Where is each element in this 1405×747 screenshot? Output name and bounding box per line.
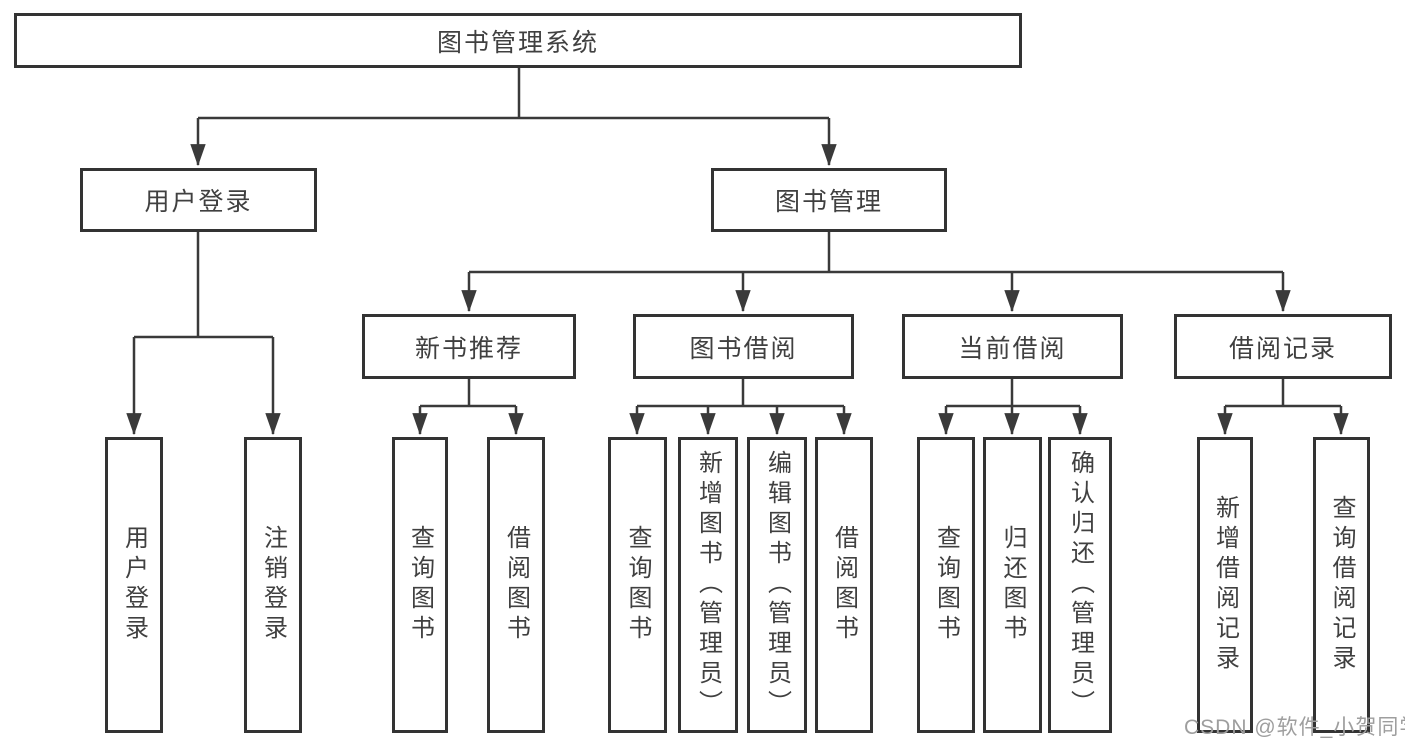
node-book-borrowing: 图书借阅 bbox=[633, 314, 854, 379]
node-book-management: 图书管理 bbox=[711, 168, 947, 232]
leaf-query-books-recommend: 查询图书 bbox=[392, 437, 448, 733]
csdn-watermark: CSDN @软件_小贺同学 bbox=[1184, 716, 1405, 739]
leaf-borrow-books-recommend: 借阅图书 bbox=[487, 437, 545, 733]
node-user-login: 用户登录 bbox=[80, 168, 317, 232]
leaf-return-books: 归还图书 bbox=[983, 437, 1042, 733]
leaf-edit-books-admin: 编辑图书（管理员） bbox=[747, 437, 807, 733]
leaf-add-borrow-record: 新增借阅记录 bbox=[1197, 437, 1253, 733]
leaf-query-books-borrow: 查询图书 bbox=[608, 437, 667, 733]
leaf-user-login: 用户登录 bbox=[105, 437, 163, 733]
node-current-borrowing: 当前借阅 bbox=[902, 314, 1123, 379]
node-new-book-recommendation: 新书推荐 bbox=[362, 314, 576, 379]
leaf-confirm-return-admin: 确认归还（管理员） bbox=[1048, 437, 1112, 733]
leaf-query-borrow-record: 查询借阅记录 bbox=[1313, 437, 1370, 733]
leaf-query-books-current: 查询图书 bbox=[917, 437, 975, 733]
node-borrowing-records: 借阅记录 bbox=[1174, 314, 1392, 379]
leaf-borrow-books: 借阅图书 bbox=[815, 437, 873, 733]
leaf-logout: 注销登录 bbox=[244, 437, 302, 733]
node-system-root: 图书管理系统 bbox=[14, 13, 1022, 68]
leaf-add-books-admin: 新增图书（管理员） bbox=[678, 437, 738, 733]
